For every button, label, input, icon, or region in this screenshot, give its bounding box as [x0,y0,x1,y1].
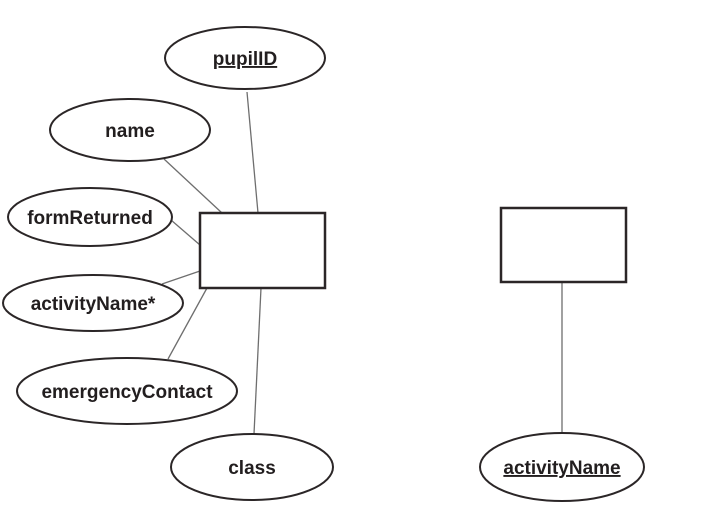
attribute-ellipse-activitynamestar [2,274,184,332]
attribute-ellipse-activityname [479,432,645,502]
attribute-label-formreturned: formReturned [27,208,153,229]
attribute-ellipse-class [170,433,334,501]
connector-class-to-left-entity [253,287,262,435]
connector-activitynamestar-to-left-entity [161,270,201,285]
attribute-ellipse-pupilid [164,26,326,90]
connector-formreturned-to-left-entity [170,219,201,246]
connector-name-to-left-entity [163,158,223,214]
attribute-label-activitynamestar: activityName* [31,294,156,315]
attribute-class: class [170,433,334,501]
attribute-label-emergencycontact: emergencyContact [41,382,213,403]
left-entity-box [198,211,327,290]
attribute-emergencycontact: emergencyContact [16,357,238,425]
attribute-ellipse-name [49,98,211,162]
connector-pupilid-to-left-entity [246,91,259,214]
attribute-ellipse-emergencycontact [16,357,238,425]
attribute-label-class: class [228,458,276,479]
attribute-label-name: name [105,121,155,142]
attribute-pupilid: pupilID [164,26,326,90]
attribute-activitynamestar: activityName* [2,274,184,332]
attribute-ellipse-formreturned [7,187,173,247]
attribute-label-pupilid: pupilID [213,49,277,70]
attribute-activityname: activityName [479,432,645,502]
attribute-label-activityname: activityName [503,458,620,479]
connector-emergencycontact-to-left-entity [167,287,208,360]
right-entity-box [499,206,628,284]
attribute-name: name [49,98,211,162]
attribute-formreturned: formReturned [7,187,173,247]
